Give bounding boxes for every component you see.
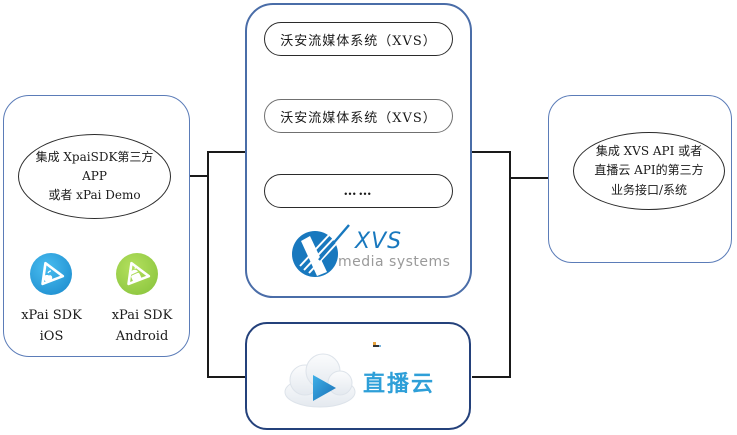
connector-left-vertical xyxy=(207,151,209,378)
android-sdk-label: xPai SDK Android xyxy=(97,306,187,348)
xvs-logo-title: XVS xyxy=(355,229,403,254)
connector-left-to-bottom xyxy=(207,376,247,378)
xvs-logo-subtitle: media systems xyxy=(338,254,451,270)
sdk-client-line-1: 集成 XpaiSDK第三方 xyxy=(35,149,154,164)
sdk-client-box: 集成 XpaiSDK第三方 APP 或者 xPai Demo xyxy=(3,95,190,357)
live-cloud-label: 直播云 xyxy=(363,372,436,397)
xvs-system-pill-1: 沃安流媒体系统（XVS） xyxy=(264,22,453,56)
android-sdk-label-line-1: xPai SDK xyxy=(111,308,173,323)
third-party-line-3: 业务接口/系统 xyxy=(610,182,688,197)
third-party-api-ellipse: 集成 XVS API 或者 直播云 API的第三方 业务接口/系统 xyxy=(573,132,725,210)
third-party-line-2: 直播云 API的第三方 xyxy=(594,163,704,178)
xvs-system-pill-more: …… xyxy=(264,174,453,208)
connector-left-to-center xyxy=(207,151,248,153)
live-cloud-box: 直播云 xyxy=(245,322,471,430)
connector-center-to-bus xyxy=(472,151,511,153)
ios-sdk-label-line-2: iOS xyxy=(39,328,64,344)
live-cloud-play-icon xyxy=(284,353,356,408)
ios-play-icon xyxy=(30,253,72,295)
xvs-logo-icon xyxy=(292,224,350,277)
tiny-artifact-icon xyxy=(373,342,381,347)
sdk-client-line-3: 或者 xPai Demo xyxy=(48,188,141,203)
xvs-system-pill-2: 沃安流媒体系统（XVS） xyxy=(264,99,453,133)
third-party-api-box: 集成 XVS API 或者 直播云 API的第三方 业务接口/系统 xyxy=(548,95,732,263)
android-play-icon xyxy=(116,253,158,295)
sdk-client-line-2: APP xyxy=(82,168,107,183)
connector-right-vertical xyxy=(509,151,511,378)
third-party-line-1: 集成 XVS API 或者 xyxy=(595,144,703,159)
connector-bottom-to-bus xyxy=(472,376,511,378)
connector-bus-to-rightbox xyxy=(509,177,550,179)
xvs-media-system-box: 沃安流媒体系统（XVS） 沃安流媒体系统（XVS） …… XVS media s… xyxy=(245,3,472,298)
ios-sdk-label: xPai SDK iOS xyxy=(9,306,94,348)
ios-sdk-label-line-1: xPai SDK xyxy=(21,308,82,323)
android-sdk-label-line-2: Android xyxy=(115,328,169,344)
sdk-client-ellipse: 集成 XpaiSDK第三方 APP 或者 xPai Demo xyxy=(18,134,171,219)
